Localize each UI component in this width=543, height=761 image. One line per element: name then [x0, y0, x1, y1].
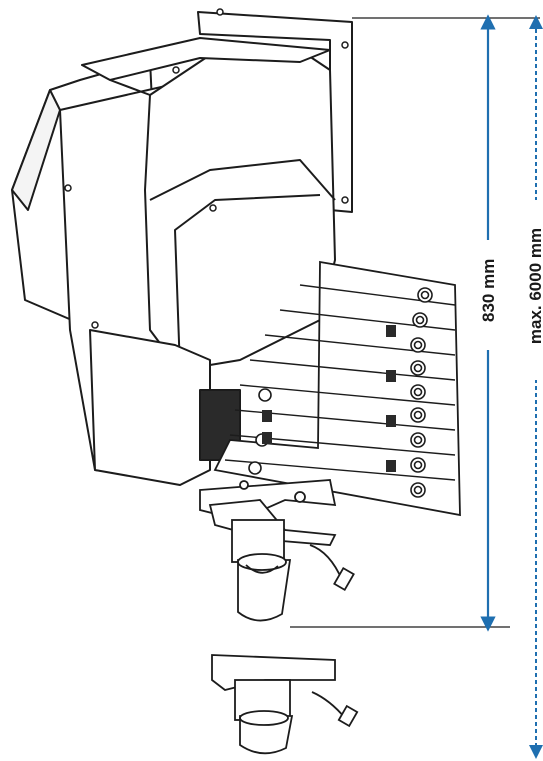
carrier-joint-rings [248, 287, 433, 498]
tool-lower-position [211, 654, 359, 755]
mounting-bolts [64, 8, 349, 329]
dimension-guides [290, 17, 540, 628]
base-block [89, 329, 211, 486]
right-housing [144, 49, 336, 371]
cable-carrier [213, 260, 461, 517]
dimension-max-label: max. 6000 mm [526, 227, 543, 345]
robot-body [11, 11, 353, 486]
dimension-830-label: 830 mm [479, 258, 498, 322]
wrist-assembly [199, 479, 355, 622]
